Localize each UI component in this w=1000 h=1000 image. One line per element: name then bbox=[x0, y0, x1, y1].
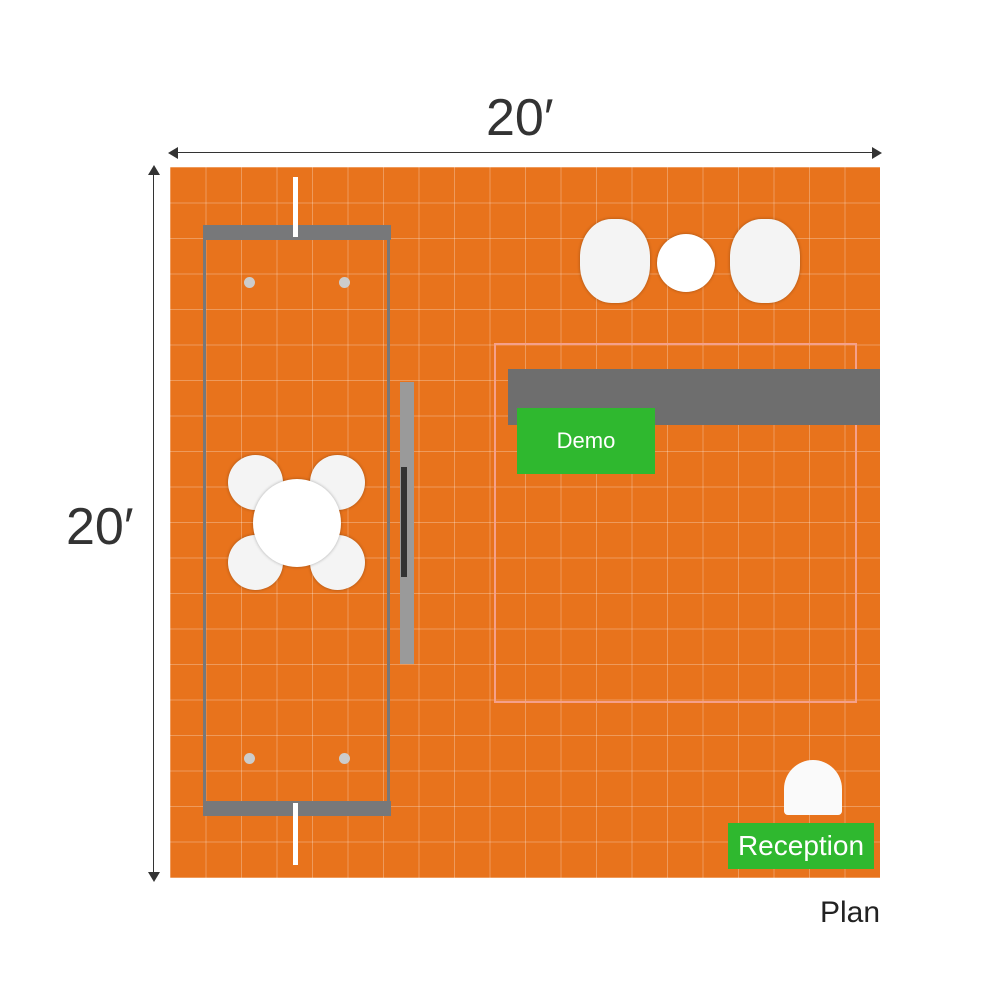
view-label: Plan bbox=[820, 896, 881, 929]
round-table bbox=[253, 479, 341, 567]
height-dimension: 20′ bbox=[66, 498, 134, 556]
right-frame bbox=[387, 225, 390, 815]
top-sign bbox=[293, 177, 298, 237]
light-dot bbox=[339, 277, 350, 288]
bottom-sign bbox=[293, 803, 298, 865]
arrow-up-icon bbox=[148, 165, 160, 175]
height-dimension-line bbox=[153, 167, 154, 878]
light-dot bbox=[339, 753, 350, 764]
round-table bbox=[657, 234, 715, 292]
light-dot bbox=[244, 277, 255, 288]
arrow-right-icon bbox=[872, 147, 882, 159]
chair bbox=[730, 219, 800, 303]
divider-panel bbox=[400, 382, 414, 664]
light-dot bbox=[244, 753, 255, 764]
booth-floor: Demo Reception bbox=[170, 167, 880, 878]
demo-area-outline bbox=[494, 343, 857, 703]
arrow-down-icon bbox=[148, 872, 160, 882]
left-frame bbox=[203, 225, 206, 815]
arrow-left-icon bbox=[168, 147, 178, 159]
reception-chair bbox=[784, 760, 842, 815]
chair bbox=[580, 219, 650, 303]
monitor bbox=[401, 467, 407, 577]
reception-label: Reception bbox=[728, 823, 874, 869]
demo-label: Demo bbox=[517, 408, 655, 474]
width-dimension-line bbox=[170, 152, 880, 153]
width-dimension: 20′ bbox=[486, 89, 554, 147]
